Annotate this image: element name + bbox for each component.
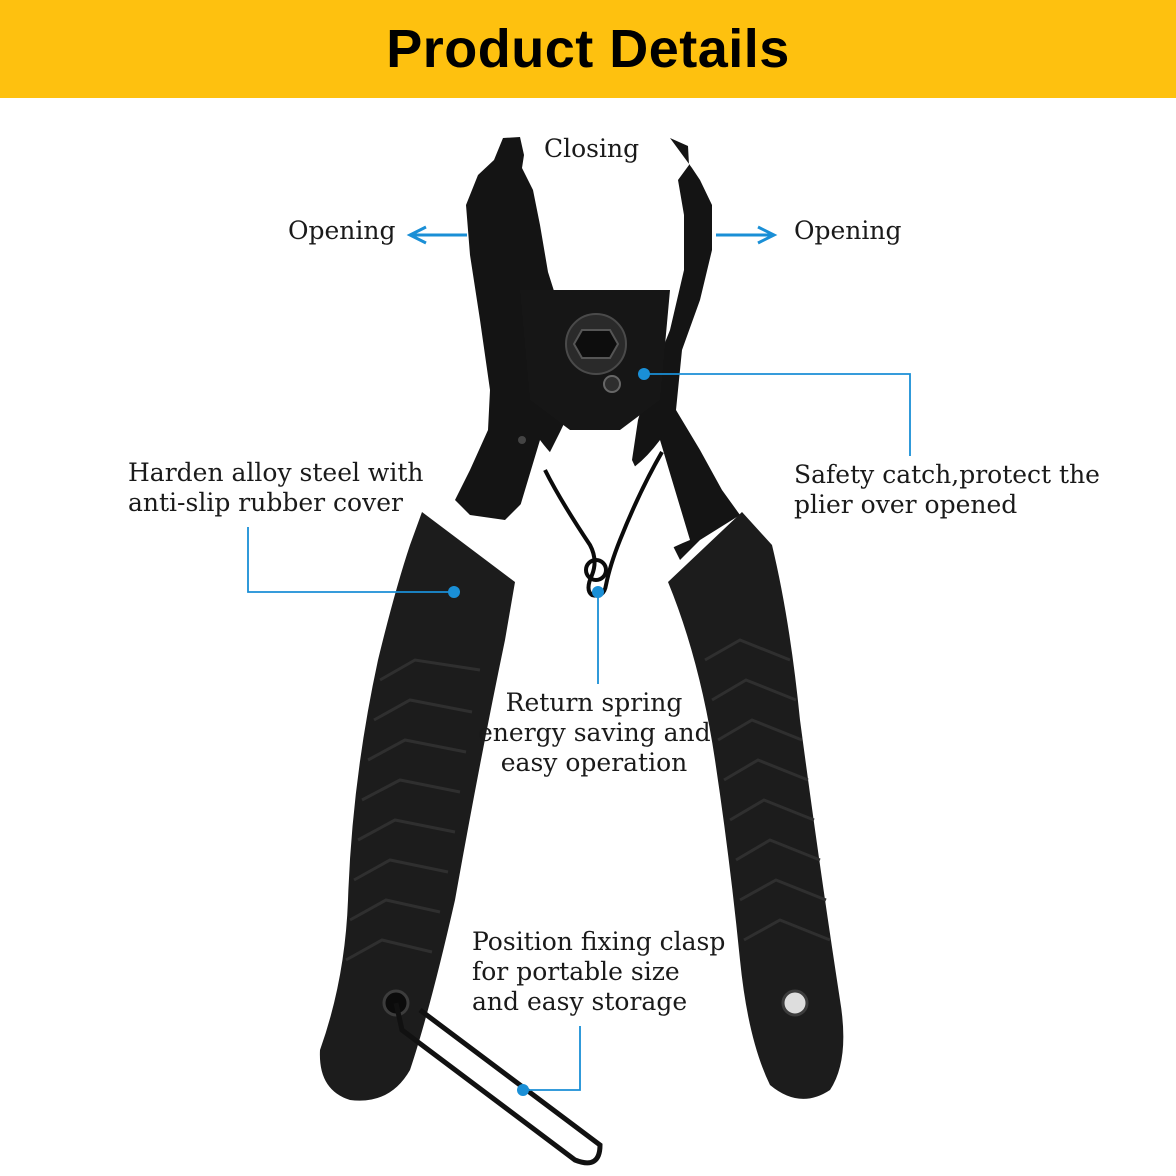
label-safety-catch: Safety catch,protect the plier over open… (794, 460, 1100, 519)
label-return-spring: Return spring energy saving and easy ope… (478, 688, 711, 777)
jaw-gap (532, 178, 666, 300)
label-harden: Harden alloy steel with anti-slip rubber… (128, 458, 424, 517)
rivet (518, 436, 526, 444)
label-opening-left: Opening (288, 216, 396, 245)
label-opening-right: Opening (794, 216, 902, 245)
callout-safety (644, 373, 911, 456)
left-jaw-arm (455, 137, 580, 520)
callout-harden (247, 527, 454, 593)
label-fixing-clasp: Position fixing clasp for portable size … (472, 927, 726, 1016)
grip-texture (345, 638, 831, 962)
callout-dot-icon (448, 368, 650, 1096)
callout-lines (247, 373, 911, 1091)
header-banner: Product Details (0, 0, 1176, 98)
arrow-right-icon (716, 225, 778, 245)
arm-gap (510, 440, 690, 600)
page-title: Product Details (386, 19, 790, 79)
left-grip (319, 512, 515, 1101)
arrow-left-icon (406, 225, 467, 245)
return-spring (543, 450, 664, 598)
callout-clasp (523, 1026, 581, 1091)
pivot-nut (572, 329, 620, 359)
pliers-icon (319, 137, 844, 1166)
label-closing: Closing (544, 134, 640, 163)
storage-hole (781, 989, 809, 1017)
fixing-clasp (393, 1002, 603, 1166)
safety-catch-pin (603, 375, 621, 393)
